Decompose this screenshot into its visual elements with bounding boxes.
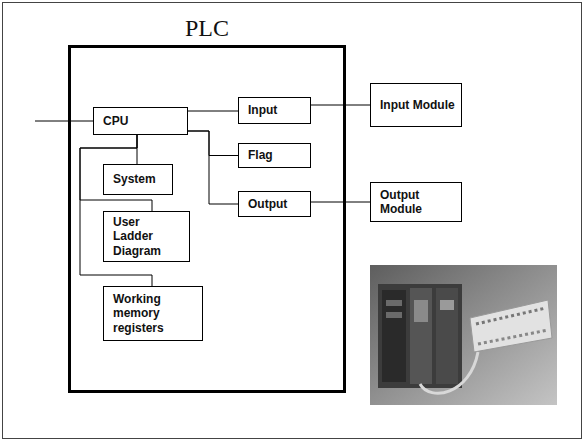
connector-line — [188, 131, 238, 156]
register-box: Output — [238, 191, 311, 217]
box-label: Output Module — [380, 188, 455, 217]
diagram-title: PLC — [71, 15, 343, 41]
box-label: System — [113, 172, 156, 186]
connector-line — [188, 131, 238, 204]
connector-line — [188, 111, 238, 112]
cpu-box: CPU — [93, 107, 188, 135]
connector-line — [311, 105, 370, 106]
register-box: Flag — [238, 143, 311, 168]
plc-frame: PLCCPUSystemUser Ladder DiagramWorking m… — [68, 45, 346, 393]
box-label: Working memory registers — [113, 292, 196, 335]
box-label: CPU — [103, 114, 128, 128]
connector-line — [311, 202, 370, 203]
plc-photo — [370, 265, 557, 405]
bus-wire — [35, 121, 93, 122]
box-label: User Ladder Diagram — [113, 215, 183, 258]
module-box: Input Module — [370, 83, 462, 127]
slide-border — [3, 3, 582, 439]
box-label: Input Module — [380, 98, 455, 112]
box-label: Input — [248, 103, 277, 117]
memory-box: System — [103, 164, 173, 195]
box-label: Flag — [248, 148, 273, 162]
memory-box: User Ladder Diagram — [103, 211, 190, 262]
module-box: Output Module — [370, 182, 462, 222]
box-label: Output — [248, 197, 287, 211]
memory-box: Working memory registers — [103, 286, 203, 341]
register-box: Input — [238, 97, 311, 124]
